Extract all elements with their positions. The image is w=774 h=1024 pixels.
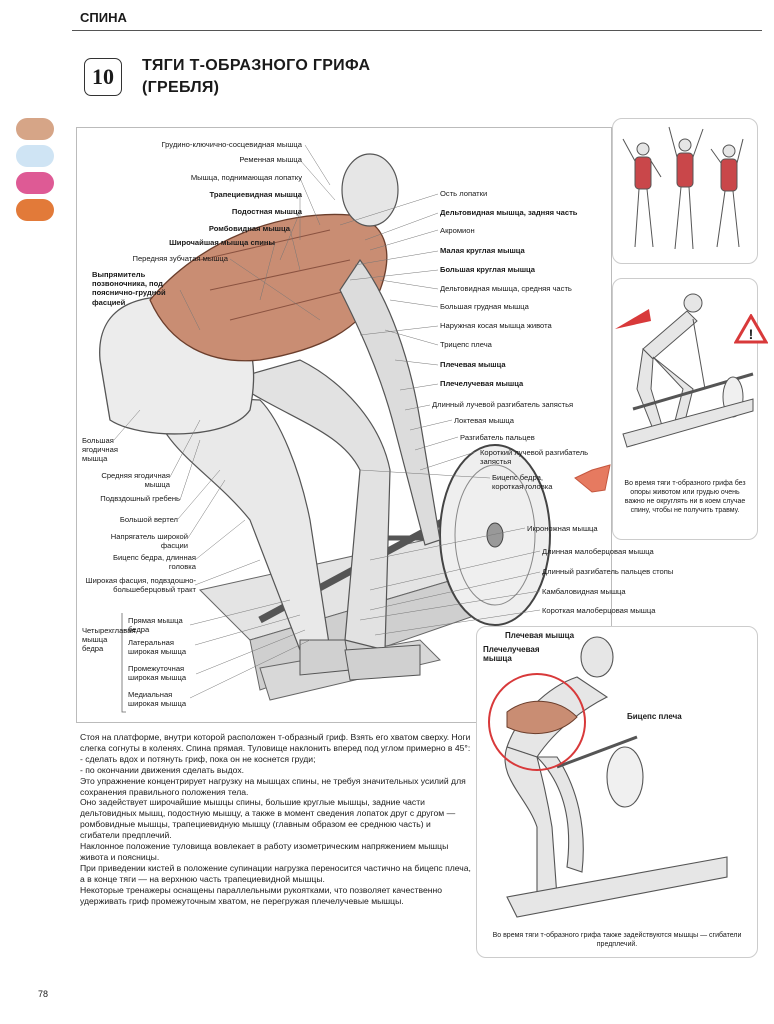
label-pectoralis-major: Большая грудная мышца [440, 302, 529, 311]
label-sternocleidomastoid: Грудино-ключично-сосцевидная мышца [161, 140, 302, 149]
inset-label-brachioradialis: Плечелучевая мышца [483, 645, 540, 664]
weight-plate-inner [454, 464, 536, 606]
label-tensor-fasciae-latae: Напрягатель широкой фасции [110, 532, 188, 551]
paragraph-4: Это упражнение концентрирует нагрузку на… [80, 775, 466, 797]
paragraph-5: Оно задействует широчайшие мышцы спины, … [80, 797, 456, 841]
figure-arm [339, 258, 441, 546]
warning-caption: Во время тяги т-образного грифа без опор… [624, 480, 746, 514]
svg-text:!: ! [749, 326, 754, 342]
label-rectus-femoris: Прямая мышца бедра [128, 616, 183, 635]
label-gastrocnemius: Икроножная мышца [527, 524, 598, 533]
paragraph-7: При приведении кистей в положение супина… [80, 862, 471, 884]
label-acromion: Акромион [440, 226, 475, 235]
pull-direction-arrow [574, 464, 611, 493]
label-teres-major: Большая круглая мышца [440, 265, 536, 274]
label-serratus-anterior: Передняя зубчатая мышца [132, 254, 229, 263]
weight-plate-hub [486, 522, 504, 548]
label-iliac-crest: Подвздошный гребень [100, 494, 180, 503]
muscle-fiber-lines [199, 229, 351, 321]
warning-panel: Спина прямая Во время тяги т-образного г… [612, 278, 758, 540]
right-leader-lines [339, 193, 541, 636]
title-line-2: (ГРЕБЛЯ) [142, 79, 220, 96]
label-scapular-spine: Ость лопатки [440, 189, 488, 198]
color-swatch-2 [16, 145, 54, 167]
figure-front-foot [344, 644, 421, 681]
label-brachioradialis: Плечелучевая мышца [440, 379, 524, 388]
description-text: Стоя на платформе, внутри которой распол… [80, 732, 472, 907]
label-peroneus-longus: Длинная малоберцовая мышца [542, 547, 654, 556]
label-extensor-digitorum: Разгибатель пальцев [460, 433, 535, 442]
color-swatch-1 [16, 118, 54, 140]
label-posterior-deltoid: Дельтовидная мышца, задняя часть [440, 208, 578, 217]
muscle-overview-thumbnail [612, 118, 758, 264]
inset-caption: Во время тяги т-образного грифа также за… [492, 932, 742, 948]
label-extensor-digitorum-longus: Длинный разгибатель пальцев стопы [542, 567, 674, 576]
forearm-inset-panel: Плечевая мышца Плечелучевая мышца Бицепс… [476, 626, 758, 958]
label-splenius: Ременная мышца [239, 155, 302, 164]
section-title: СПИНА [80, 10, 127, 25]
quadriceps-bracket [121, 613, 126, 713]
warning-illustration [615, 293, 754, 448]
left-leader-lines [179, 144, 336, 331]
label-gluteus-medius: Средняя ягодичная мышца [101, 471, 170, 490]
label-middle-deltoid: Дельтовидная мышца, средняя часть [440, 284, 572, 293]
label-greater-trochanter: Большой вертел [119, 515, 178, 524]
label-levator-scapulae: Мышца, поднимающая лопатку [190, 173, 302, 182]
paragraph-8: Некоторые тренажеры оснащены параллельны… [80, 884, 443, 906]
label-trapezius: Трапециевидная мышца [209, 190, 302, 199]
title-line-1: ТЯГИ Т-ОБРАЗНОГО ГРИФА [142, 57, 371, 74]
exercise-title: ТЯГИ Т-ОБРАЗНОГО ГРИФА (ГРЕБЛЯ) [142, 55, 370, 99]
figure-head [341, 153, 399, 227]
header-divider [72, 30, 762, 31]
label-vastus-medialis: Медиальная широкая мышца [128, 690, 187, 709]
paragraph-6: Наклонное положение туловища вовлекает в… [80, 841, 449, 862]
label-erector-spinae: Выпрямитель позвоночника, под пояснично-… [92, 270, 166, 307]
inset-label-brachialis: Плечевая мышца [505, 631, 575, 640]
warning-icon: ! [734, 314, 768, 344]
label-external-oblique: Наружная косая мышца живота [440, 321, 552, 330]
lower-left-leader-lines [113, 409, 311, 699]
label-peroneus-brevis: Короткая малоберцовая мышца [542, 606, 656, 615]
page-number: 78 [38, 989, 49, 999]
label-iliotibial-tract: Широкая фасция, подвздошно-большеберцовы… [85, 576, 196, 595]
label-brachialis: Плечевая мышца [440, 360, 506, 369]
label-gluteus-maximus: Большая ягодичная мышца [82, 436, 118, 464]
figure-back-muscles [149, 213, 388, 362]
highlight-circle [488, 673, 586, 771]
label-infraspinatus: Подостная мышца [231, 207, 302, 216]
paragraph-2: - сделать вдох и потянуть гриф, пока он … [80, 753, 316, 764]
label-ecr-brevis: Короткий лучевой разгибатель запястья [480, 448, 589, 467]
exercise-number: 10 [84, 58, 122, 96]
label-soleus: Камбаловидная мышца [542, 587, 626, 596]
inset-label-biceps: Бицепс плеча [627, 712, 682, 721]
label-ecr-longus: Длинный лучевой разгибатель запястья [432, 400, 574, 409]
color-swatch-3 [16, 172, 54, 194]
forearm-muscles [506, 700, 578, 735]
color-swatch-4 [16, 199, 54, 221]
straight-back-arrow [615, 309, 651, 329]
label-teres-minor: Малая круглая мышца [440, 246, 525, 255]
main-illustration-panel [76, 127, 612, 723]
label-biceps-femoris-short: Бицепс бедра, короткая головка [492, 473, 553, 492]
muscle-overview-figures [622, 126, 744, 250]
label-vastus-lateralis: Латеральная широкая мышца [128, 638, 187, 657]
paragraph-3: - по окончании движения сделать выдох. [80, 764, 245, 775]
label-rhomboid: Ромбовидная мышца [208, 224, 290, 233]
label-quadriceps: Четырехглавая мышца бедра [82, 626, 136, 654]
forearm-inset-illustration [488, 636, 728, 918]
label-anconeus: Локтевая мышца [454, 416, 514, 425]
label-vastus-intermedius: Промежуточная широкая мышца [128, 664, 187, 683]
paragraph-1: Стоя на платформе, внутри которой распол… [80, 732, 471, 753]
label-latissimus: Широчайшая мышца спины [169, 238, 275, 247]
label-biceps-femoris-long: Бицепс бедра, длинная головка [113, 553, 196, 572]
figure-back-foot [299, 639, 351, 676]
label-triceps: Трицепс плеча [440, 340, 492, 349]
